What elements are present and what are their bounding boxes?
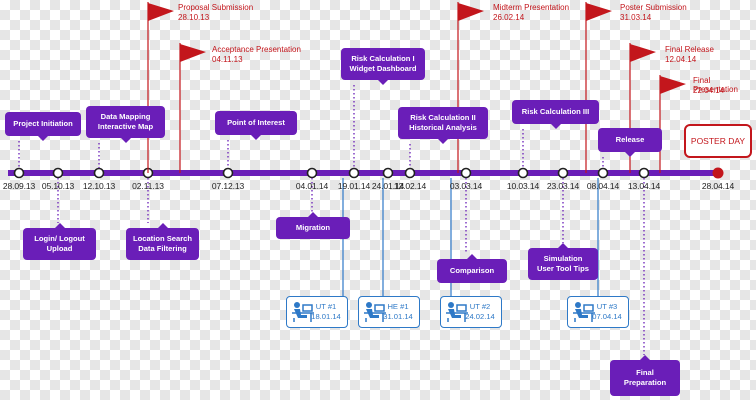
milestone-date: 12.04.14: [665, 55, 697, 64]
timeline-date: 10.03.14: [506, 181, 540, 191]
timeline-dot: [382, 167, 394, 179]
test-date: 24.02.14: [465, 312, 495, 321]
timeline-dot: [597, 167, 609, 179]
event-box: Migration: [276, 212, 350, 239]
event-box: Comparison: [437, 254, 507, 283]
timeline-date: 13.04.14: [627, 181, 661, 191]
red-flag-icon: [586, 3, 612, 21]
red-flag-icon: [180, 44, 206, 62]
person-at-desk-icon: [364, 302, 386, 322]
milestone-label: Poster Submission: [620, 3, 687, 12]
timeline-dot: [93, 167, 105, 179]
red-flag-icon: [148, 3, 174, 21]
test-code: HE #1: [387, 302, 409, 311]
test-date: 18.01.14: [311, 312, 341, 321]
test-code: UT #2: [469, 302, 491, 311]
event-box: Project Initiation: [5, 112, 81, 141]
timeline-date: 02.11.13: [132, 181, 164, 191]
milestone-label: Acceptance Presentation: [212, 45, 301, 54]
test-code: UT #1: [315, 302, 337, 311]
timeline-date: 08.04.14: [586, 181, 620, 191]
poster-day-box: POSTER DAY: [684, 124, 752, 158]
milestone-date: 04.11.13: [212, 55, 243, 64]
event-box: Risk Calculation I Widget Dashboard: [341, 48, 425, 85]
event-box: Risk Calculation II Historical Analysis: [398, 107, 488, 144]
test-code: UT #3: [596, 302, 618, 311]
timeline-date: 28.04.14: [701, 181, 735, 191]
timeline-end-dot: [712, 167, 724, 179]
timeline-dot: [52, 167, 64, 179]
timeline-dot: [222, 167, 234, 179]
red-flag-icon: [660, 76, 686, 94]
event-box: Risk Calculation III: [512, 100, 599, 129]
person-at-desk-icon: [292, 302, 314, 322]
timeline-dot: [517, 167, 529, 179]
milestone-date: 26.02.14: [493, 13, 525, 22]
person-at-desk-icon: [573, 302, 595, 322]
event-box: Login/ Logout Upload: [23, 223, 96, 260]
event-box: Simulation User Tool Tips: [528, 243, 598, 280]
timeline-date: 19.01.14: [337, 181, 371, 191]
timeline-dot: [557, 167, 569, 179]
red-flag-icon: [630, 44, 656, 62]
timeline-date: 03.03.14: [449, 181, 483, 191]
timeline-date: 28.09.13: [2, 181, 36, 191]
event-box: Point of Interest: [215, 111, 297, 140]
timeline-date: 05.10.13: [41, 181, 75, 191]
timeline-date: 12.10.13: [82, 181, 116, 191]
timeline-dot: [460, 167, 472, 179]
milestone-label: Midterm Presentation: [493, 3, 570, 12]
milestone-label: Proposal Submission: [178, 3, 254, 12]
test-date: 07.04.14: [592, 312, 622, 321]
timeline-dot: [348, 167, 360, 179]
poster-day-label: POSTER DAY: [690, 136, 746, 146]
event-box: Release: [598, 128, 662, 157]
timeline-date: 24.01.14: [371, 181, 405, 191]
event-box: Final Preparation: [610, 355, 680, 396]
timeline-dot: [306, 167, 318, 179]
timeline-date: 04.01.14: [295, 181, 329, 191]
timeline-dot: [404, 167, 416, 179]
milestone-label: Final Release: [665, 45, 714, 54]
milestone-date: 28.10.13: [178, 13, 210, 22]
milestone-label: Final Presentation: [693, 76, 738, 94]
timeline-date: 23.03.14: [546, 181, 580, 191]
timeline-dot: [638, 167, 650, 179]
person-at-desk-icon: [446, 302, 468, 322]
milestone-date: 22.04.14: [693, 86, 725, 95]
timeline-dot: [13, 167, 25, 179]
event-box: Data Mapping Interactive Map: [86, 106, 165, 143]
timeline-date: 07.12.13: [211, 181, 245, 191]
timeline-date: 12.02.14: [393, 181, 427, 191]
red-flag-icon: [458, 3, 484, 21]
event-box: Location Search Data Filtering: [126, 223, 199, 260]
test-date: 31.01.14: [383, 312, 413, 321]
milestone-date: 31.03.14: [620, 13, 652, 22]
